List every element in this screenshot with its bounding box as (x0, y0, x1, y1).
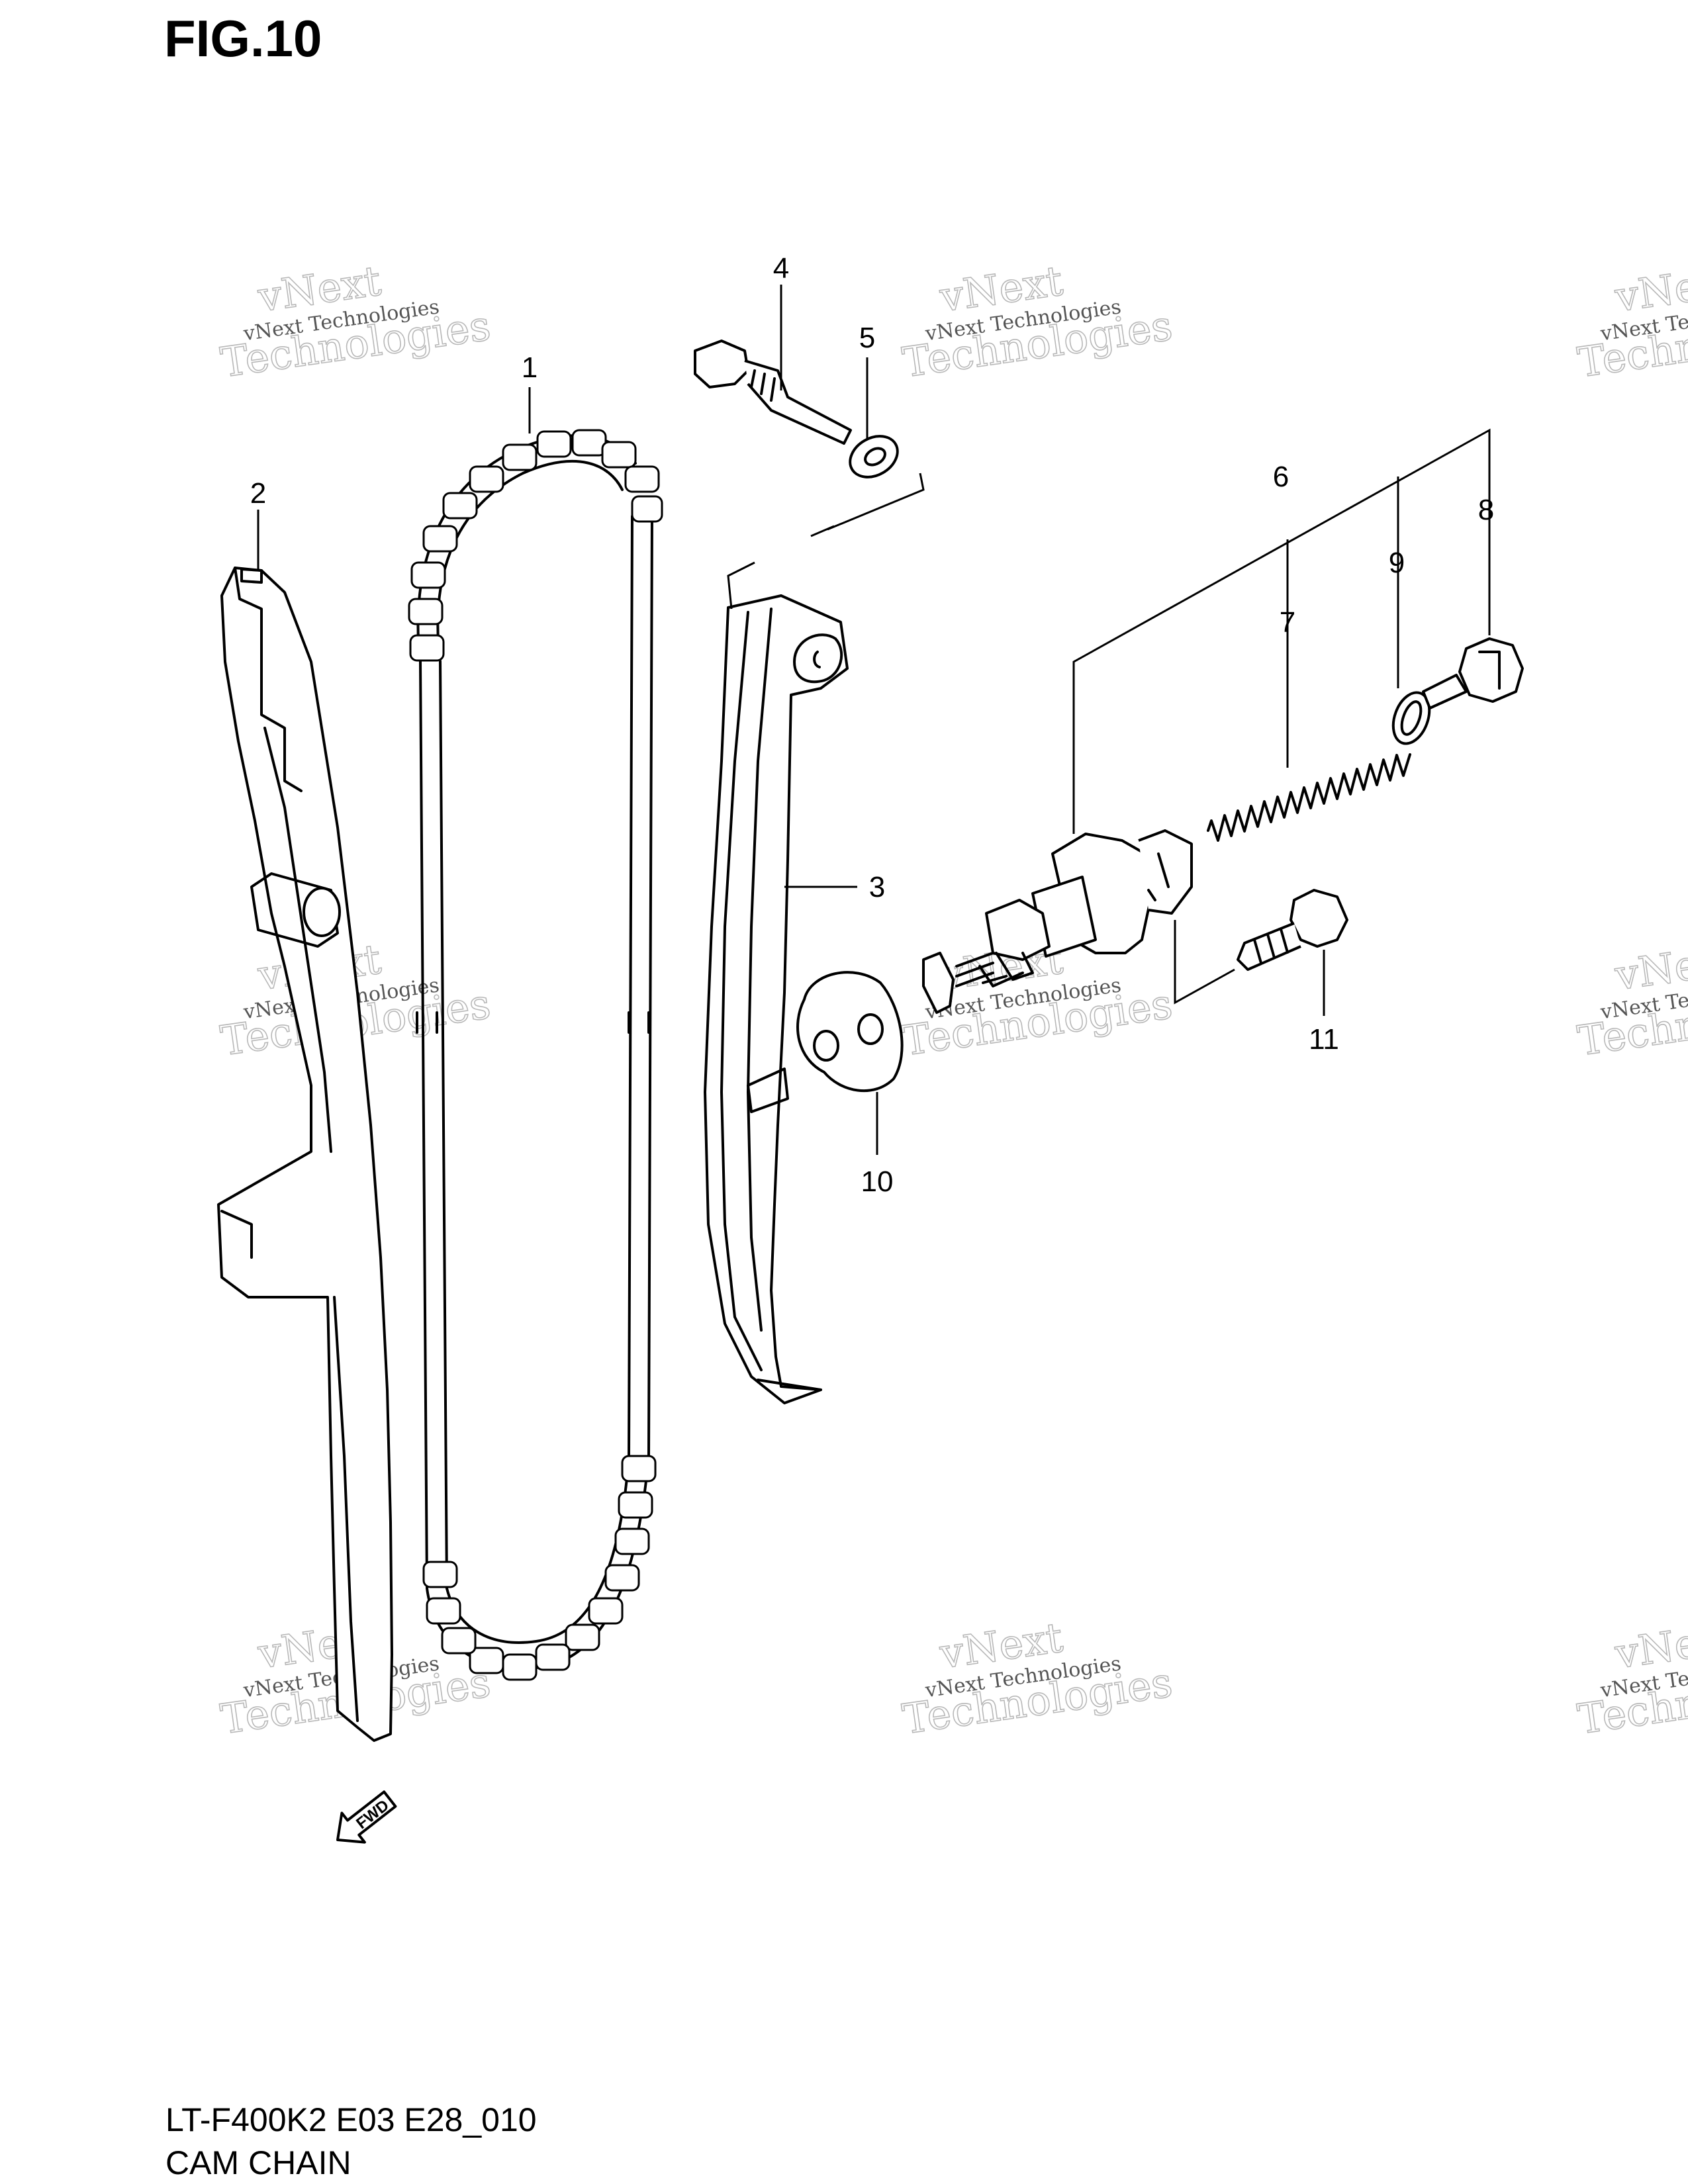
part-11-bolt (1237, 889, 1348, 971)
callout-10: 10 (861, 1165, 894, 1198)
part-10-gasket (796, 971, 904, 1093)
part-2-chain-guide (217, 567, 393, 1742)
part-7-spring (1207, 753, 1411, 842)
watermark: vNext vNext Technologies Technologies (899, 256, 1176, 388)
callout-3: 3 (869, 871, 885, 903)
part-9-o-ring (1391, 691, 1431, 745)
watermark: vNext vNext Technologies Technologies (1574, 256, 1688, 388)
part-1-cam-chain (408, 429, 663, 1681)
figure-code: LT-F400K2 E03 E28_010 (165, 2101, 537, 2138)
watermark: vNext vNext Technologies Technologies (899, 1613, 1176, 1745)
callout-8: 8 (1478, 494, 1494, 526)
watermark: vNext vNext Technologies Technologies (217, 256, 494, 388)
part-6-tensioner-adjuster (922, 829, 1193, 1014)
part-3-tensioner-arm (704, 594, 849, 1404)
callout-7: 7 (1280, 606, 1295, 639)
part-5-washer (849, 435, 899, 478)
figure-name: CAM CHAIN (165, 2144, 352, 2181)
part-4-bolt (694, 340, 852, 445)
leader-lines (257, 285, 1491, 1155)
part-8-cap-bolt (1422, 637, 1524, 709)
chain-links-bottom (422, 1455, 657, 1681)
callout-9: 9 (1389, 547, 1405, 579)
callouts: 1 2 3 4 5 6 7 8 9 10 11 (250, 252, 1494, 1198)
callout-11: 11 (1309, 1023, 1339, 1056)
chain-links-top (408, 429, 663, 662)
figure-title: FIG.10 (164, 9, 322, 68)
fwd-arrow-icon: FWD (336, 1790, 397, 1844)
watermark: vNext vNext Technologies Technologies (1574, 1613, 1688, 1745)
watermark: vNext vNext Technologies Technologies (1574, 934, 1688, 1066)
callout-1: 1 (522, 351, 538, 384)
callout-5: 5 (859, 322, 875, 354)
callout-2: 2 (250, 477, 266, 510)
bolt-center-line (727, 473, 925, 610)
callout-6: 6 (1273, 461, 1289, 493)
callout-4: 4 (773, 252, 789, 285)
